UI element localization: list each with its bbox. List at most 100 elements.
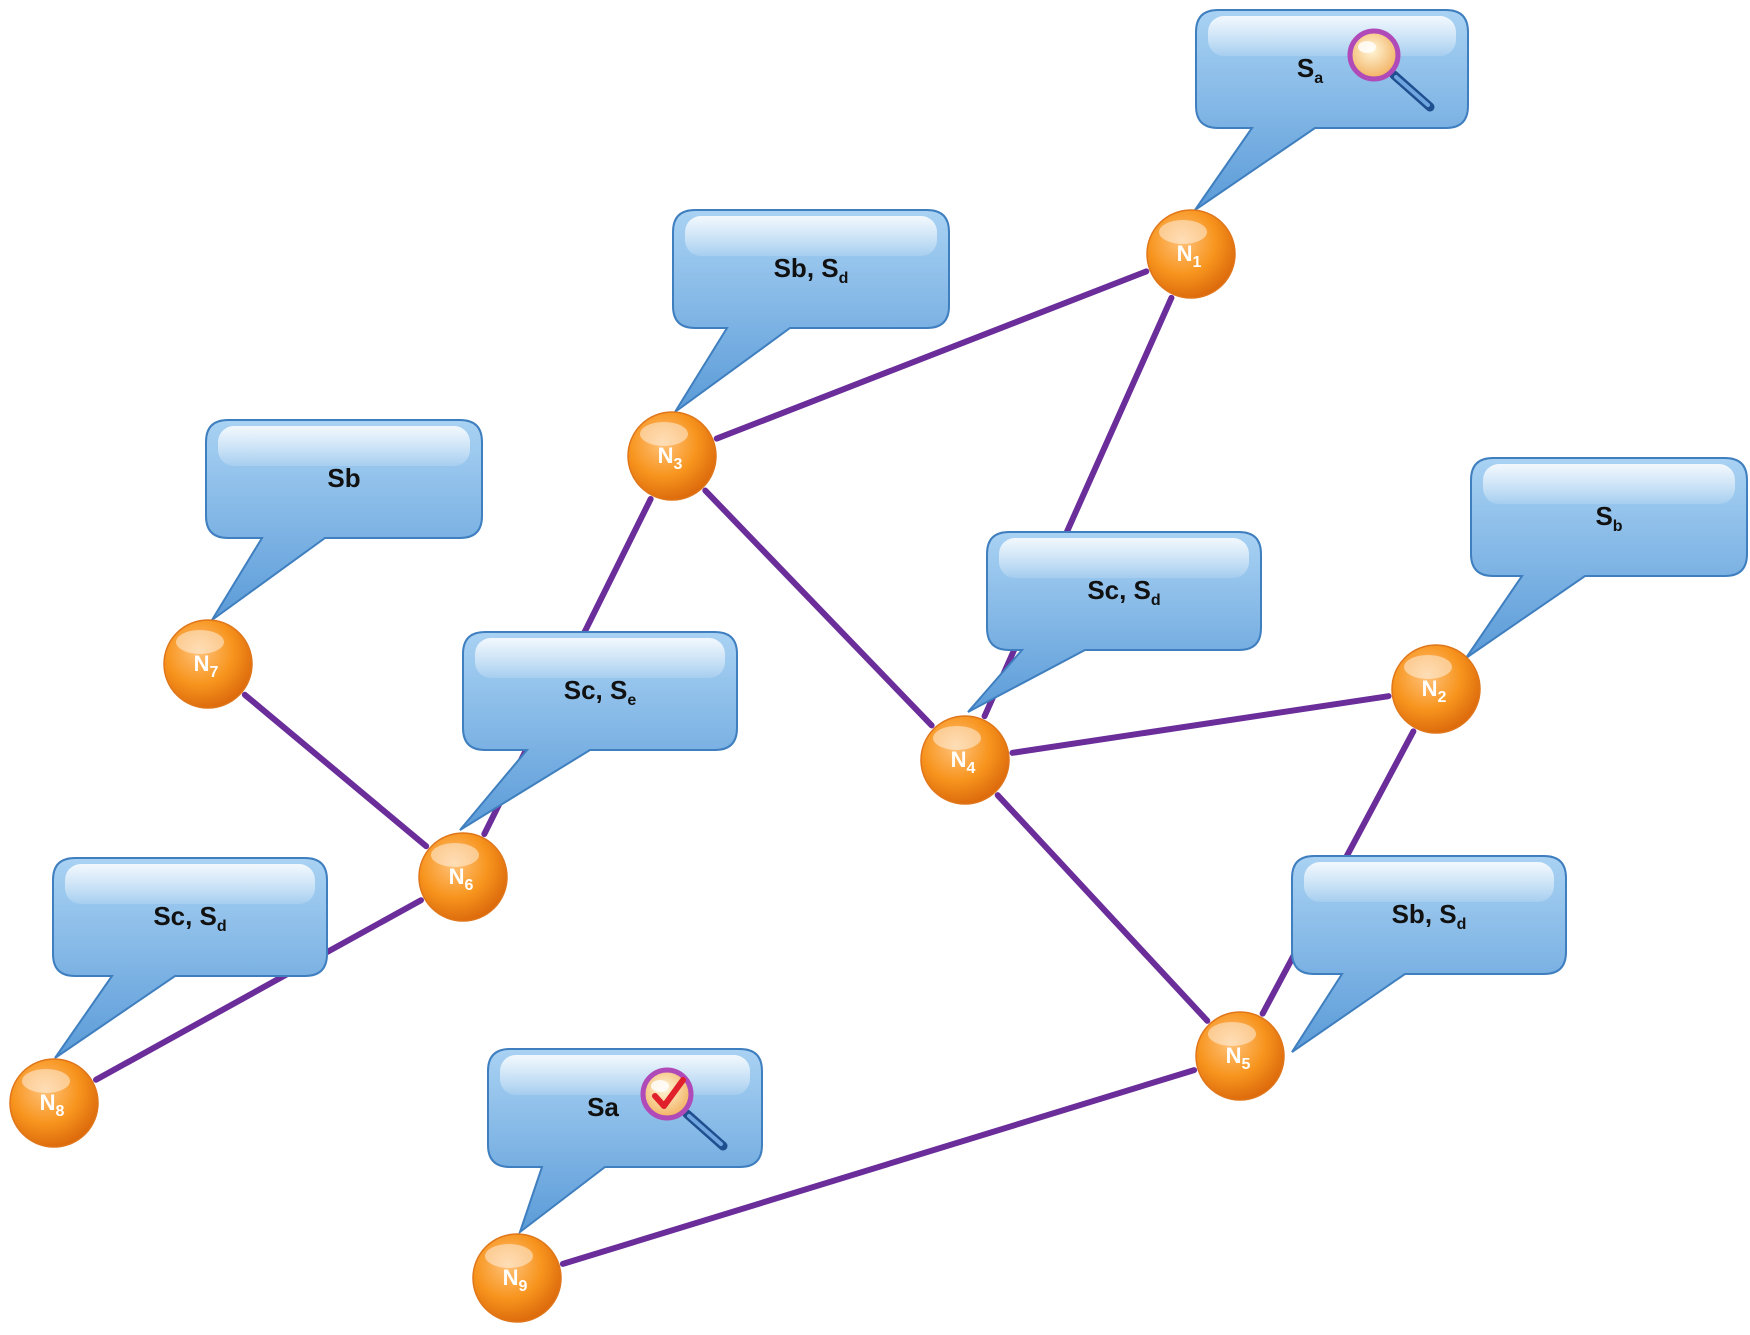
callout-label-subscript: d — [1151, 592, 1161, 609]
node-n9: N9 — [472, 1233, 562, 1323]
callout-gloss — [685, 216, 937, 256]
edge-n4-n5 — [994, 792, 1211, 1024]
edge-n5-n9 — [559, 1067, 1198, 1267]
callout-label-subscript: a — [1314, 70, 1323, 87]
node-highlight — [431, 843, 479, 867]
callout-label-part: Sb, S — [1392, 899, 1457, 929]
node-label: N8 — [40, 1090, 65, 1120]
node-highlight — [1208, 1022, 1256, 1046]
node-n1: N1 — [1146, 209, 1236, 299]
callout-label: Sc, Sd — [153, 901, 226, 935]
callout-gloss — [65, 864, 315, 904]
callout-label: Sa — [587, 1092, 619, 1122]
callout-label-part: S — [1297, 53, 1314, 83]
callout-gloss — [475, 638, 725, 678]
node-label-subscript: 5 — [1241, 1056, 1250, 1073]
callout-label-subscript: d — [1457, 916, 1467, 933]
node-n4: N4 — [920, 715, 1010, 805]
edge-n4-n2 — [1009, 693, 1392, 756]
node-label: N5 — [1226, 1043, 1251, 1073]
node-highlight — [485, 1244, 533, 1268]
node-label-base: N — [449, 864, 465, 889]
edges-layer — [93, 268, 1417, 1267]
callout-n6: Sc, Se — [459, 631, 738, 831]
node-label-subscript: 7 — [209, 664, 218, 681]
callout-label: Sb — [327, 463, 360, 493]
node-n2: N2 — [1391, 644, 1481, 734]
node-n8: N8 — [9, 1058, 99, 1148]
node-circle — [627, 411, 717, 501]
callout-label-subscript: e — [627, 692, 636, 709]
node-label-base: N — [1422, 676, 1438, 701]
callout-shape — [1291, 855, 1567, 1053]
node-n6: N6 — [418, 832, 508, 922]
callout-label-part: Sb, S — [774, 253, 839, 283]
node-label-subscript: 3 — [673, 456, 682, 473]
node-circle — [418, 832, 508, 922]
node-label-base: N — [1226, 1043, 1242, 1068]
callout-gloss — [500, 1055, 750, 1095]
callout-n4: Sc, Sd — [967, 531, 1262, 713]
callout-gloss — [1304, 862, 1554, 902]
node-circle — [1195, 1011, 1285, 1101]
node-label-subscript: 4 — [966, 760, 975, 777]
callout-label-part: Sc, S — [153, 901, 217, 931]
node-label: N4 — [951, 747, 976, 777]
node-label-base: N — [1177, 241, 1193, 266]
callout-shape — [52, 857, 328, 1059]
magnifier-check-icon — [640, 1067, 728, 1151]
node-label-subscript: 2 — [1437, 689, 1446, 706]
edge-n3-n4 — [702, 487, 935, 729]
node-label: N1 — [1177, 241, 1202, 271]
callout-n9: Sa — [487, 1048, 763, 1235]
callout-label: Sc, Sd — [1087, 575, 1160, 609]
callout-n2: Sb — [1465, 457, 1748, 659]
node-circle — [163, 619, 253, 709]
callout-shape — [459, 631, 738, 831]
callout-label: Sb, Sd — [774, 253, 849, 287]
node-label-subscript: 1 — [1192, 254, 1201, 271]
callout-gloss — [999, 538, 1249, 578]
node-highlight — [933, 726, 981, 750]
callout-label-part: Sc, S — [564, 675, 628, 705]
node-highlight — [1404, 655, 1452, 679]
callout-label: Sb, Sd — [1392, 899, 1467, 933]
node-highlight — [176, 630, 224, 654]
node-label-base: N — [658, 443, 674, 468]
node-circle — [1391, 644, 1481, 734]
callout-label-part: Sb — [327, 463, 360, 493]
node-highlight — [1159, 220, 1207, 244]
node-label: N9 — [503, 1265, 528, 1295]
callout-label-part: Sc, S — [1087, 575, 1151, 605]
node-n7: N7 — [163, 619, 253, 709]
node-label-base: N — [40, 1090, 56, 1115]
callout-label-subscript: d — [217, 918, 227, 935]
callout-label-subscript: d — [839, 270, 849, 287]
edge-n7-n6 — [241, 691, 430, 850]
node-label-subscript: 9 — [518, 1278, 527, 1295]
callout-label-part: Sa — [587, 1092, 619, 1122]
node-n5: N5 — [1195, 1011, 1285, 1101]
node-label: N3 — [658, 443, 683, 473]
node-label-base: N — [194, 651, 210, 676]
node-highlight — [640, 422, 688, 446]
callout-gloss — [218, 426, 470, 466]
node-label: N7 — [194, 651, 219, 681]
node-label-subscript: 8 — [55, 1103, 64, 1120]
node-circle — [920, 715, 1010, 805]
node-label-base: N — [503, 1265, 519, 1290]
callout-shape — [672, 209, 950, 413]
callout-label-subscript: b — [1613, 518, 1623, 535]
callout-shape — [205, 419, 483, 621]
callout-label: Sc, Se — [564, 675, 637, 709]
node-label: N6 — [449, 864, 474, 894]
node-circle — [1146, 209, 1236, 299]
node-label-base: N — [951, 747, 967, 772]
edge-n6-n8 — [93, 897, 424, 1083]
callout-label: Sb — [1595, 501, 1622, 535]
node-circle — [9, 1058, 99, 1148]
